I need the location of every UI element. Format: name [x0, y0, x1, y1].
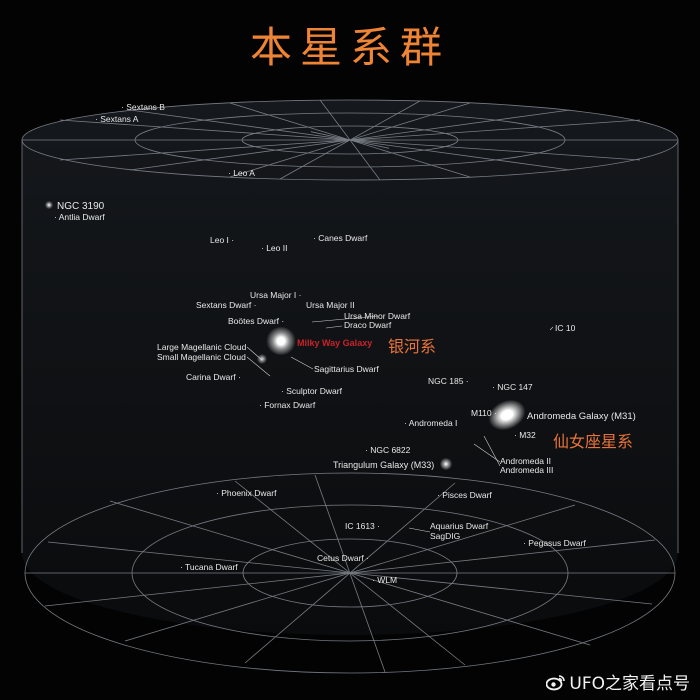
label-fornax-dwarf: · Fornax Dwarf: [259, 400, 316, 410]
ngc3190-glow: [45, 201, 53, 209]
watermark-text: UFO之家看点号: [569, 674, 690, 694]
galaxy-dot-icon: ·: [514, 430, 520, 440]
label-sextans-b: · Sextans B: [121, 102, 165, 112]
galaxy-dot-icon: ·: [228, 168, 234, 178]
galaxy-dot-icon: ·: [121, 102, 127, 112]
galaxy-dot-icon: ·: [463, 376, 469, 386]
milky-way-glow: [266, 327, 296, 355]
label-milky-way-galaxy: Milky Way Galaxy: [297, 338, 373, 348]
galaxy-dot-icon: ·: [180, 562, 186, 572]
label-ic-1613: IC 1613 ·: [345, 521, 380, 531]
galaxy-dot-icon: ·: [437, 490, 443, 500]
label-m32: · M32: [514, 430, 536, 440]
triangulum-glow: [440, 458, 452, 470]
label-pisces-dwarf: · Pisces Dwarf: [437, 490, 492, 500]
weibo-icon: [546, 674, 566, 690]
label-m110: M110 ·: [471, 408, 497, 418]
label-milky-way-chinese: 银河系: [388, 337, 437, 356]
label-canes-dwarf: · Canes Dwarf: [313, 233, 368, 243]
lmc-glow: [257, 354, 267, 364]
leader-lines: [246, 315, 554, 533]
label-leo-ii: · Leo II: [261, 243, 288, 253]
galaxy-dot-icon: ·: [363, 553, 369, 563]
label-antlia-dwarf: · Antlia Dwarf: [54, 212, 105, 222]
label-leo-i: Leo I ·: [210, 235, 235, 245]
label-ursa-major-ii: Ursa Major II: [306, 300, 355, 310]
label-sagdig: SagDIG: [430, 531, 461, 541]
label-tucana-dwarf: · Tucana Dwarf: [180, 562, 238, 572]
galaxy-dot-icon: ·: [313, 233, 319, 243]
label-cetus-dwarf: Cetus Dwarf ·: [317, 553, 369, 563]
label-ngc-3190: NGC 3190: [57, 201, 105, 212]
galaxy-dot-icon: ·: [491, 408, 497, 418]
label-phoenix-dwarf: · Phoenix Dwarf: [216, 488, 277, 498]
galaxy-dot-icon: ·: [404, 418, 409, 428]
label-leo-a: · Leo A: [228, 168, 255, 178]
label-andromeda-galaxy: Andromeda Galaxy (M31): [527, 411, 636, 422]
label-andromeda-chinese: 仙女座星系: [553, 432, 634, 451]
label-pegasus-dwarf: · Pegasus Dwarf: [523, 538, 586, 548]
galaxy-dot-icon: ·: [523, 538, 529, 548]
label-draco-dwarf: Draco Dwarf: [344, 320, 392, 330]
galaxy-dot-icon: ·: [235, 372, 241, 382]
watermark: UFO之家看点号: [546, 669, 690, 694]
label-ngc-147: · NGC 147: [492, 382, 533, 392]
galaxy-dot-icon: ·: [259, 400, 265, 410]
label-bootes-dwarf: Boötes Dwarf ·: [228, 316, 285, 326]
cylinder-body: [22, 100, 678, 635]
galaxy-dot-icon: ·: [279, 316, 285, 326]
bottom-disc: [24, 472, 676, 674]
label-sculptor-dwarf: · Sculptor Dwarf: [281, 386, 342, 396]
label-sextans-dwarf: Sextans Dwarf ·: [196, 300, 257, 310]
label-ursa-minor-dwarf: Ursa Minor Dwarf: [344, 311, 411, 321]
label-ngc-6822: · NGC 6822: [365, 445, 411, 455]
label-andromeda-iii: Andromeda III: [500, 465, 554, 475]
label-triangulum-galaxy: Triangulum Galaxy (M33): [333, 460, 435, 470]
galaxy-dot-icon: ·: [216, 488, 222, 498]
galaxy-dot-icon: ·: [95, 114, 101, 124]
label-large-magellanic-cloud: Large Magellanic Cloud: [157, 342, 247, 352]
label-ngc-185: NGC 185 ·: [428, 376, 469, 386]
label-andromeda-ii: Andromeda II: [500, 456, 552, 466]
label-ic-10: IC 10: [555, 323, 576, 333]
galaxy-dot-icon: ·: [492, 382, 498, 392]
label-wlm: · WLM: [372, 575, 398, 585]
label-carina-dwarf: Carina Dwarf ·: [186, 372, 241, 382]
galaxy-dot-icon: ·: [251, 300, 257, 310]
galaxy-dot-icon: ·: [281, 386, 287, 396]
galaxy-dot-icon: ·: [228, 235, 235, 245]
galaxy-dot-icon: ·: [374, 521, 380, 531]
galaxy-dot-icon: ·: [54, 212, 59, 222]
galaxy-dot-icon: ·: [365, 445, 371, 455]
diagram-title: 本星系群: [249, 23, 450, 72]
label-aquarius-dwarf: Aquarius Dwarf: [430, 521, 489, 531]
galaxy-dot-icon: ·: [261, 243, 267, 253]
label-small-magellanic-cloud: Small Magellanic Cloud: [157, 352, 246, 362]
galaxy-dot-icon: ·: [296, 290, 302, 300]
label-ursa-major-i: Ursa Major I ·: [250, 290, 302, 300]
label-sagittarius-dwarf: Sagittarius Dwarf: [314, 364, 379, 374]
label-sextans-a: · Sextans A: [95, 114, 139, 124]
galaxy-dot-icon: ·: [372, 575, 378, 585]
label-andromeda-i: · Andromeda I: [404, 418, 458, 428]
